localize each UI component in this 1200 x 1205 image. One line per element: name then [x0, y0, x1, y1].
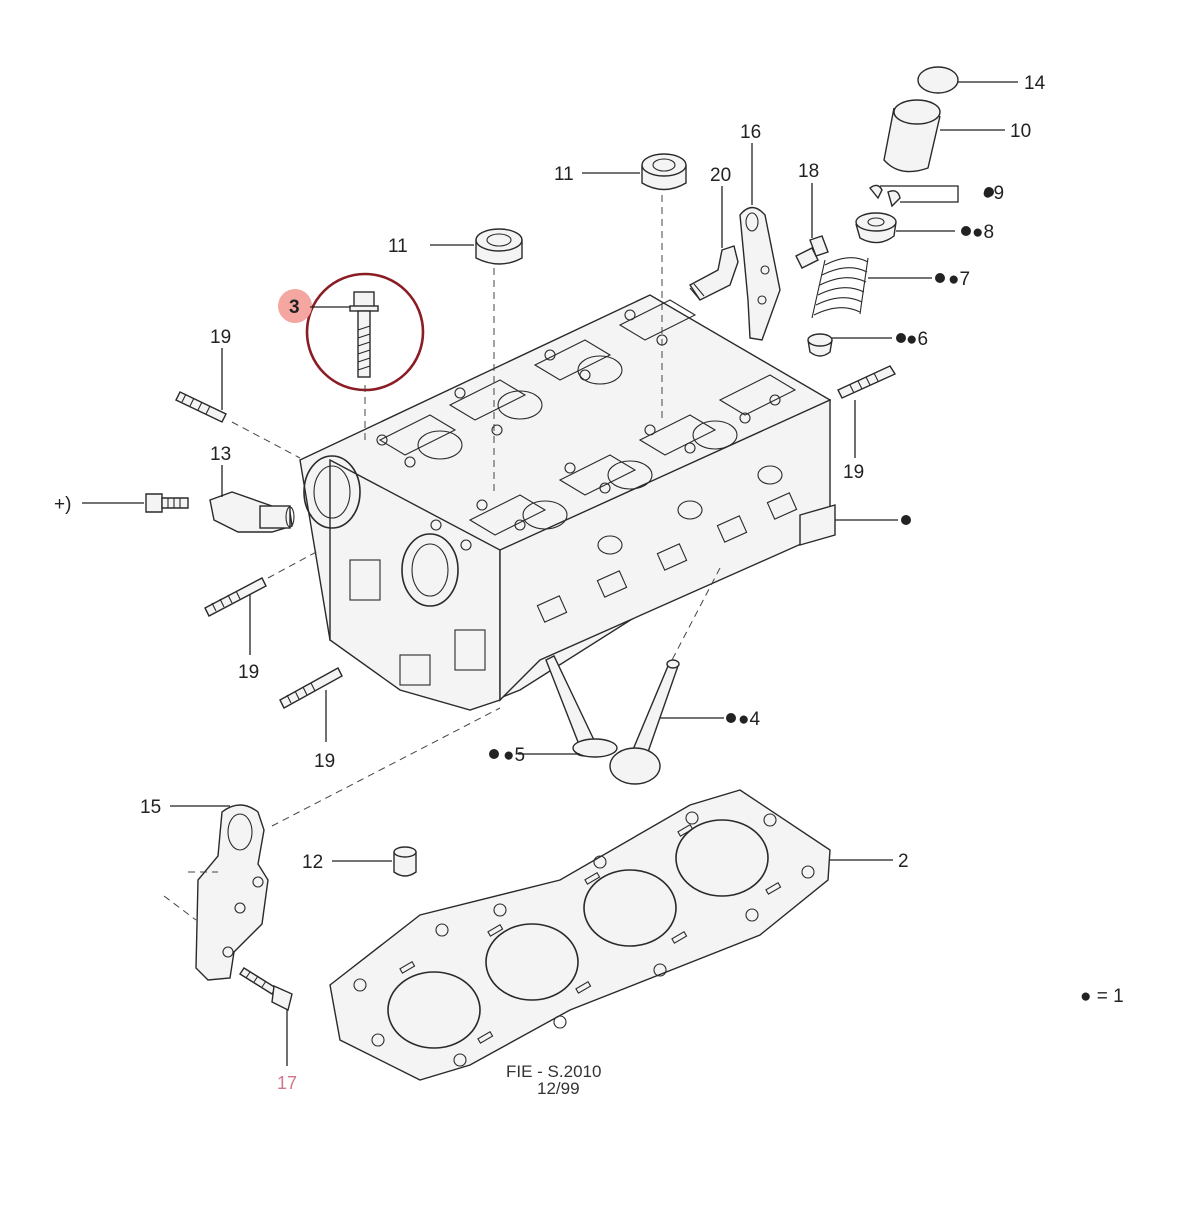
callout-11b: 11 [554, 164, 574, 185]
legend-dot-equals-1: ● = 1 [1080, 986, 1124, 1007]
callout-badge-3 [278, 289, 312, 323]
callout-19a: 19 [210, 327, 231, 348]
callout-2: 2 [898, 851, 909, 872]
callout-7: ●7 [948, 269, 970, 290]
stud-19c[interactable]: 19 [279, 667, 343, 772]
callout-16: 16 [740, 122, 761, 143]
callout-14: 14 [1024, 73, 1046, 94]
callout-3: 3 [289, 297, 300, 318]
part-5-exhaust-valve[interactable]: ●5 [489, 655, 618, 766]
callout-plus: +) [54, 494, 71, 515]
legend: ● = 1 [1080, 986, 1124, 1007]
part-15-lifting-bracket[interactable]: 15 [140, 797, 269, 981]
dot-9 [984, 187, 994, 197]
part-8-spring-retainer[interactable]: ●8 [855, 212, 994, 244]
callout-17: 17 [277, 1073, 297, 1093]
callout-6: ●6 [906, 329, 928, 350]
callout-20: 20 [710, 165, 731, 186]
part-7-valve-spring[interactable]: ●7 [811, 257, 970, 319]
part-16-lifting-bracket[interactable]: 16 [739, 122, 781, 341]
callout-13: 13 [210, 444, 231, 465]
part-6-stem-seal[interactable]: ●6 [807, 329, 928, 357]
callout-19b: 19 [238, 662, 259, 683]
drawing-ref-date: 12/99 [537, 1079, 580, 1098]
dot-7 [935, 273, 945, 283]
dot-6 [896, 333, 906, 343]
callout-18: 18 [798, 161, 819, 182]
part-2-head-gasket[interactable]: 2 [329, 789, 909, 1081]
callout-10: 10 [1010, 121, 1031, 142]
dot-head [901, 515, 911, 525]
part-10-bucket-tappet[interactable]: 10 [883, 99, 1031, 173]
part-12-dowel[interactable]: 12 [302, 846, 417, 877]
camshaft-seal-11a[interactable]: 11 [388, 228, 523, 265]
part-13-sensor[interactable]: 13 [209, 444, 295, 533]
dot-4 [726, 713, 736, 723]
callout-19d: 19 [843, 462, 864, 483]
callout-19c: 19 [314, 751, 335, 772]
part-3-head-bolt-group[interactable]: 3 [278, 272, 425, 392]
part-4-intake-valve[interactable]: ●4 [609, 659, 760, 785]
callout-4: ●4 [738, 709, 760, 730]
part-18-bolt[interactable]: 18 [795, 161, 829, 269]
dot-5 [489, 749, 499, 759]
part-14-shim[interactable]: 14 [917, 66, 1046, 94]
camshaft-seal-11b[interactable]: 11 [554, 153, 687, 191]
stud-19b[interactable]: 19 [204, 549, 321, 683]
stud-19d[interactable]: 19 [837, 365, 897, 483]
part-17-bolt[interactable]: 17 [239, 967, 297, 1093]
head-bolt-3 [349, 291, 379, 378]
drawing-reference: FIE - S.2010 12/99 [506, 1062, 601, 1098]
callout-8: ●8 [972, 222, 994, 243]
dot-8 [961, 226, 971, 236]
sensor-bolt[interactable]: +) [54, 493, 189, 515]
callout-11a: 11 [388, 236, 408, 257]
callout-12: 12 [302, 852, 323, 873]
callout-15: 15 [140, 797, 161, 818]
drawing-ref-code: FIE - S.2010 [506, 1062, 601, 1081]
part-9-valve-collets[interactable]: ●9 [869, 183, 1004, 208]
cylinder-head [299, 294, 836, 711]
callout-5: ●5 [503, 745, 525, 766]
part-20-fitting[interactable]: 20 [688, 165, 739, 301]
cylinder-head-callout[interactable] [835, 515, 911, 525]
stud-19a[interactable]: 19 [175, 327, 301, 459]
